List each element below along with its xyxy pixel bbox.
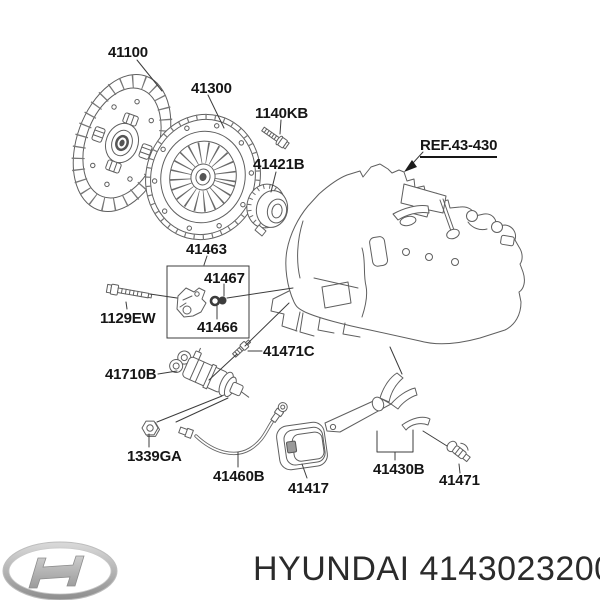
part-nut-1339GA <box>141 420 160 437</box>
part-label-1339GA: 1339GA <box>127 448 182 465</box>
ref-callout-43-430: REF.43-430 <box>420 137 497 158</box>
part-release-fork-41430B <box>324 372 431 433</box>
part-pivot-41471 <box>446 440 471 463</box>
part-release-bearing-41421B <box>246 183 289 237</box>
part-pin-41471C <box>232 339 252 358</box>
part-release-cylinder-41710B <box>169 347 250 398</box>
part-plug-41467 <box>218 296 227 305</box>
ref-arrowhead-icon <box>404 160 417 172</box>
part-label-41710B: 41710B <box>105 366 157 383</box>
part-ring-41466 <box>209 295 221 307</box>
leader-lines <box>125 59 461 479</box>
part-label-1129EW: 1129EW <box>100 310 156 327</box>
part-label-41300: 41300 <box>191 80 232 97</box>
part-label-41430B: 41430B <box>373 461 425 478</box>
part-label-41467: 41467 <box>204 270 245 287</box>
part-label-41417: 41417 <box>288 480 329 497</box>
part-label-41471C: 41471C <box>263 343 315 360</box>
part-label-41463: 41463 <box>186 241 227 258</box>
part-dust-boot-41417 <box>276 421 328 471</box>
part-bolt-1140KB <box>261 126 290 150</box>
part-clutch-tube-41460B <box>178 402 288 456</box>
part-number: 4143023200 <box>419 550 600 588</box>
part-label-41460B: 41460B <box>213 468 265 485</box>
part-bolt-1129EW <box>105 283 153 299</box>
part-label-41471: 41471 <box>439 472 480 489</box>
brand-name: HYUNDAI <box>253 550 410 588</box>
part-label-41466: 41466 <box>197 319 238 336</box>
part-transmission <box>270 163 525 345</box>
part-bracket-kit-41463 <box>166 265 250 339</box>
hyundai-logo <box>2 541 118 600</box>
part-label-41421B: 41421B <box>253 156 305 173</box>
part-label-41100: 41100 <box>108 44 148 61</box>
footer-brand-line: HYUNDAI 4143023200 <box>253 550 600 589</box>
part-label-1140KB: 1140KB <box>255 105 309 122</box>
